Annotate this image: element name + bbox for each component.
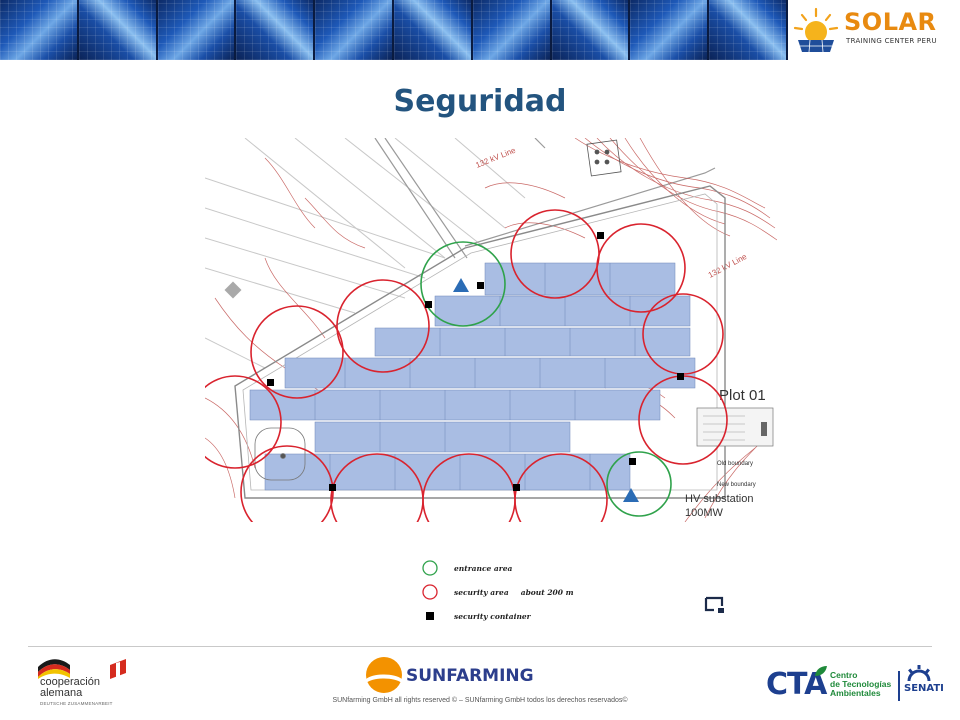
leaf-icon bbox=[815, 666, 827, 676]
legend-label-entrance: entrance area bbox=[454, 563, 513, 573]
legend-label-security: security area bbox=[454, 587, 509, 597]
flag-wave-icon bbox=[38, 659, 126, 679]
solar-plant-site-map: 132 kV Line 132 kV Line Plot 01 bbox=[205, 138, 777, 522]
page-title: Seguridad bbox=[393, 84, 567, 119]
security-area-circles bbox=[205, 209, 728, 522]
legend-row-container: security container bbox=[420, 606, 531, 626]
solar-panel-rows bbox=[249, 262, 696, 491]
map-label-new-boundary: New boundary bbox=[717, 482, 756, 488]
senati-word: SENATI bbox=[904, 683, 944, 694]
red-circle-icon bbox=[422, 584, 438, 600]
legend-label-distance: about 200 m bbox=[520, 587, 574, 597]
solar-panel-banner-strip bbox=[0, 0, 788, 60]
cta-subtitle: Centro de Tecnologías Ambientales bbox=[830, 671, 891, 698]
sunfarming-logo: SUNFARMING bbox=[364, 655, 534, 697]
map-background-lines bbox=[205, 138, 526, 369]
banner-panel bbox=[551, 0, 631, 60]
sun-panel-icon bbox=[793, 7, 839, 53]
panel-grid-lines bbox=[314, 263, 636, 490]
cta-subtitle-line: Ambientales bbox=[830, 688, 881, 698]
cooperacion-line-1: cooperación bbox=[40, 676, 100, 688]
square-frame-icon bbox=[704, 596, 724, 613]
banner-panel bbox=[78, 0, 158, 60]
cta-senati-logo: CTA Centro de Tecnologías Ambientales SE… bbox=[766, 665, 944, 713]
site-boundary bbox=[234, 185, 726, 499]
green-circle-icon bbox=[422, 560, 438, 576]
banner-panel bbox=[157, 0, 237, 60]
banner-panel bbox=[393, 0, 473, 60]
solar-logo-word: SOLAR bbox=[844, 8, 937, 36]
map-legend: entrance area security area about 200 m … bbox=[420, 558, 620, 628]
banner-panel bbox=[630, 0, 710, 60]
copyright-line: SUNfarming GmbH all rights reserved © – … bbox=[332, 697, 628, 704]
map-label-old-boundary: Old boundary bbox=[717, 461, 753, 467]
map-plot-info: Plot 01 Old boundary New boundary HV sub… bbox=[685, 387, 774, 519]
banner-panel bbox=[0, 0, 79, 60]
security-containers bbox=[267, 232, 684, 491]
map-label-substation: HV substation bbox=[685, 493, 753, 505]
map-label-capacity: 100MW bbox=[685, 507, 724, 519]
gear-icon bbox=[907, 665, 931, 681]
copyright-text: SUNfarming GmbH all rights reserved © – … bbox=[0, 697, 960, 704]
entrance-area-circles bbox=[420, 241, 672, 517]
legend-row-entrance: entrance area bbox=[420, 558, 512, 578]
cta-subtitle-line: Centro bbox=[830, 670, 858, 680]
black-square-icon bbox=[426, 612, 434, 620]
logo-divider bbox=[898, 671, 900, 701]
cooperacion-line-2: alemana bbox=[40, 687, 83, 699]
map-roads bbox=[374, 138, 716, 259]
banner-panel bbox=[472, 0, 552, 60]
legend-row-security: security area about 200 m bbox=[420, 582, 574, 602]
sunfarming-word: SUNFARMING bbox=[406, 666, 534, 686]
map-top-substation bbox=[586, 139, 622, 177]
footer-divider bbox=[28, 646, 932, 647]
solar-training-center-logo: SOLAR TRAINING CENTER PERU bbox=[792, 4, 956, 56]
banner-panel bbox=[709, 0, 788, 60]
solar-logo-subtitle: TRAINING CENTER PERU bbox=[846, 37, 937, 45]
legend-label-container: security container bbox=[454, 611, 531, 621]
footer: cooperación alemana DEUTSCHE ZUSAMMENARB… bbox=[0, 647, 960, 720]
top-banner: SOLAR TRAINING CENTER PERU bbox=[0, 0, 960, 60]
map-label-plot: Plot 01 bbox=[719, 387, 766, 404]
cooperacion-text: cooperación alemana bbox=[40, 677, 100, 699]
cta-subtitle-line: de Tecnologías bbox=[830, 679, 892, 689]
banner-panel bbox=[315, 0, 394, 60]
cooperacion-subtitle: DEUTSCHE ZUSAMMENARBEIT bbox=[40, 701, 113, 706]
banner-panel bbox=[236, 0, 316, 60]
entrance-markers bbox=[453, 278, 639, 502]
sun-icon bbox=[366, 657, 402, 693]
cooperacion-alemana-logo: cooperación alemana DEUTSCHE ZUSAMMENARB… bbox=[36, 657, 136, 711]
